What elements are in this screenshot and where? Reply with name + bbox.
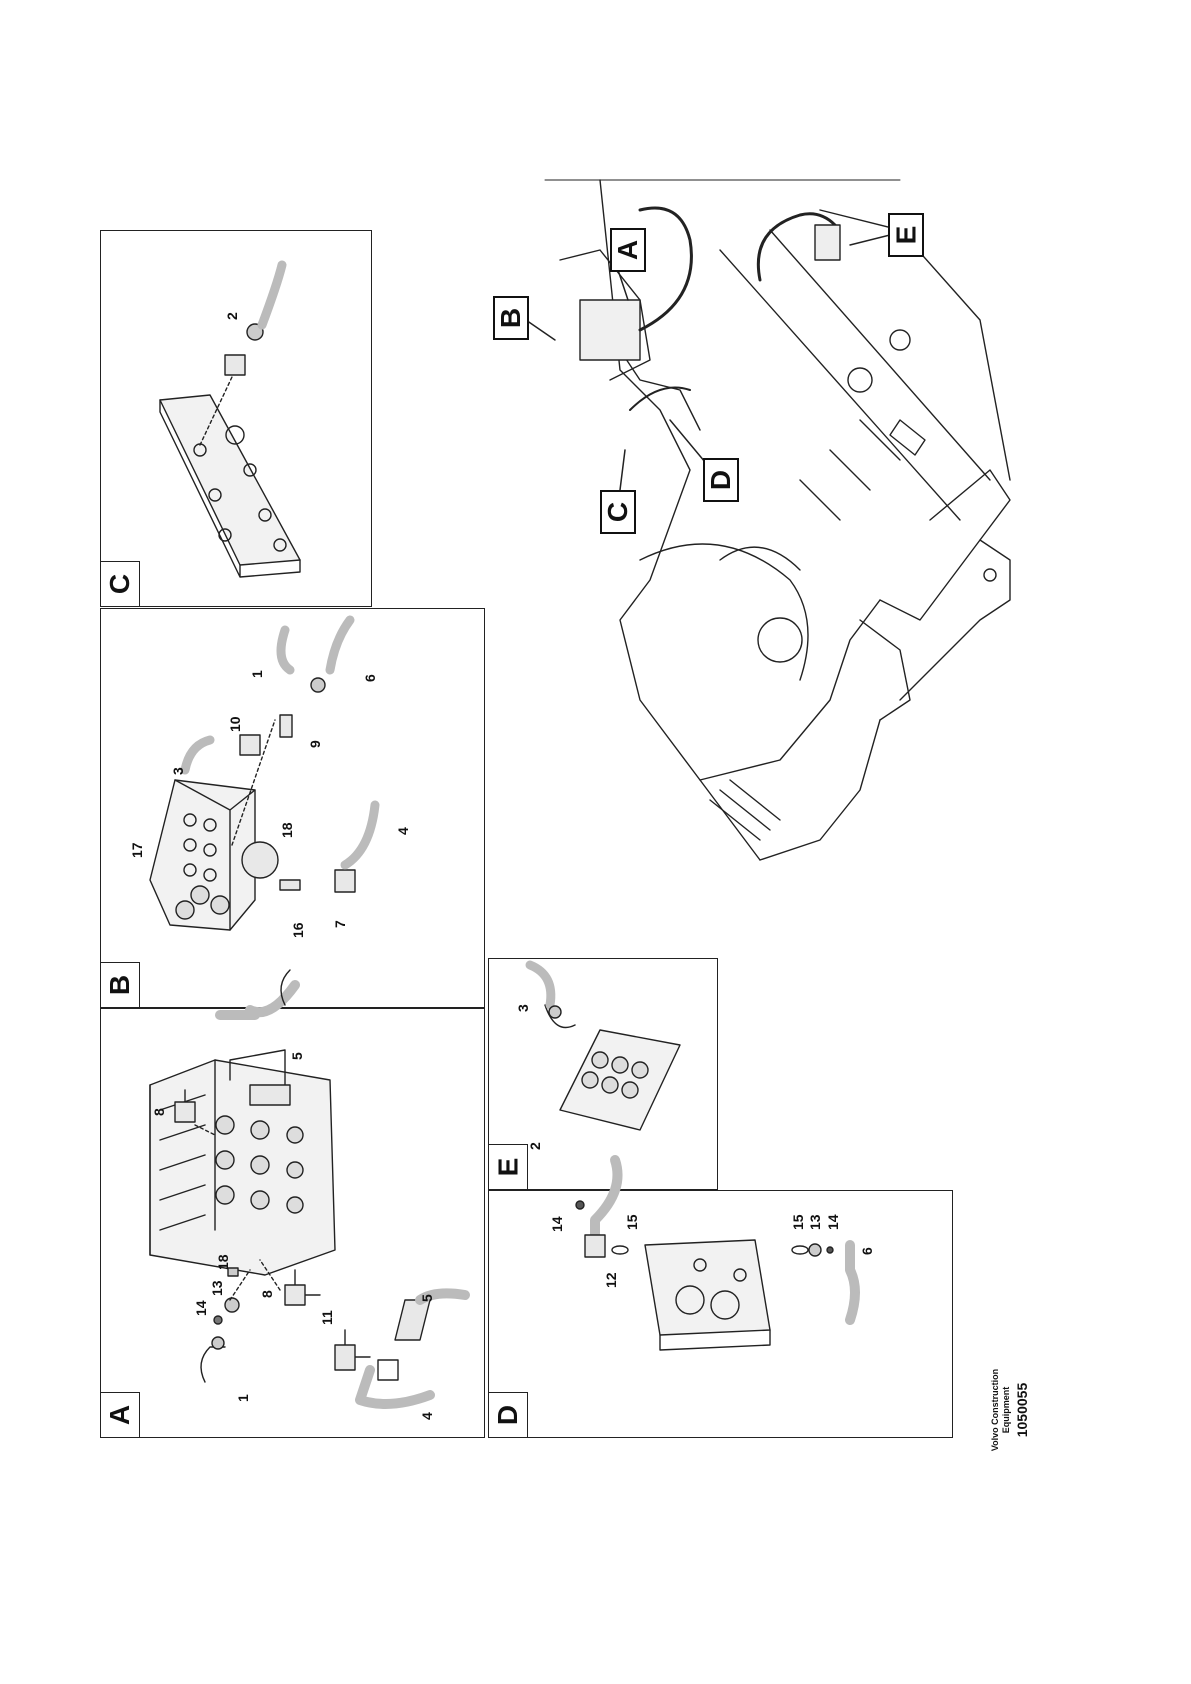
panel-a-part-14: 14 <box>193 1300 209 1316</box>
panel-a-part-4: 4 <box>419 1412 435 1420</box>
panel-d-part-2: 2 <box>527 1142 543 1150</box>
panel-a-part-5-lower: 5 <box>419 1294 435 1302</box>
panel-a-part-8-upper: 8 <box>151 1108 167 1116</box>
panel-b <box>100 608 485 1008</box>
panel-b-tab: B <box>100 962 140 1008</box>
panel-d-part-14-right: 14 <box>825 1214 841 1230</box>
part-number-labels: 1 14 13 18 8 11 5 4 8 5 17 16 7 18 4 3 1… <box>129 312 875 1420</box>
panel-b-part-10: 10 <box>227 716 243 732</box>
panel-b-part-18: 18 <box>279 822 295 838</box>
panel-a-part-5-upper: 5 <box>289 1052 305 1060</box>
panel-e-tab: E <box>488 1144 528 1190</box>
panel-d-part-12: 12 <box>603 1272 619 1288</box>
panel-a-part-11: 11 <box>319 1310 335 1325</box>
panel-c-plate-drawing <box>159 260 301 578</box>
overview-callout-e: E <box>888 213 924 257</box>
panel-d-valve-drawing <box>575 1155 860 1351</box>
panel-d-part-6: 6 <box>859 1247 875 1255</box>
overview-leader-lines <box>522 234 891 491</box>
overview-callout-c: C <box>600 490 636 534</box>
panel-c-tab: C <box>100 561 140 607</box>
panel-b-part-4: 4 <box>395 827 411 835</box>
panel-b-part-1: 1 <box>249 670 265 678</box>
panel-a-part-8-lower: 8 <box>259 1290 275 1298</box>
overview-callout-b: B <box>493 296 529 340</box>
panel-b-block-drawing <box>149 615 380 931</box>
panel-d-tab: D <box>488 1392 528 1438</box>
panel-b-part-9: 9 <box>307 740 323 748</box>
panel-d-part-15-left: 15 <box>624 1214 640 1230</box>
panel-a-part-18: 18 <box>215 1254 231 1270</box>
panel-a-part-13: 13 <box>209 1280 225 1296</box>
panel-c <box>100 230 372 607</box>
panel-b-part-16: 16 <box>290 922 306 938</box>
panel-d-part-15-right: 15 <box>790 1214 806 1230</box>
brand-line-1: Volvo Construction <box>990 1368 1000 1452</box>
drawing-number: 1050055 <box>1014 1382 1030 1438</box>
panel-b-part-3: 3 <box>170 767 186 775</box>
panel-b-part-7: 7 <box>332 920 348 928</box>
panel-e-block-drawing <box>525 960 681 1131</box>
panel-b-part-17: 17 <box>129 842 145 858</box>
overview-machine-drawing <box>544 179 1011 861</box>
overview-callout-a: A <box>610 228 646 272</box>
panel-e-part-3: 3 <box>515 1004 531 1012</box>
panel-a-tab: A <box>100 1392 140 1438</box>
panel-d-part-13: 13 <box>807 1214 823 1230</box>
panel-c-part-2: 2 <box>224 312 240 320</box>
brand-line-2: Equipment <box>1001 1386 1011 1434</box>
overview-callout-d: D <box>703 458 739 502</box>
drawing-footer: Volvo Construction Equipment 1050055 <box>960 1360 1060 1460</box>
panel-b-part-6: 6 <box>362 674 378 682</box>
panel-a-part-1: 1 <box>235 1394 251 1402</box>
panel-d-part-14-left: 14 <box>549 1216 565 1232</box>
panel-a-valve-drawing <box>149 969 470 1409</box>
